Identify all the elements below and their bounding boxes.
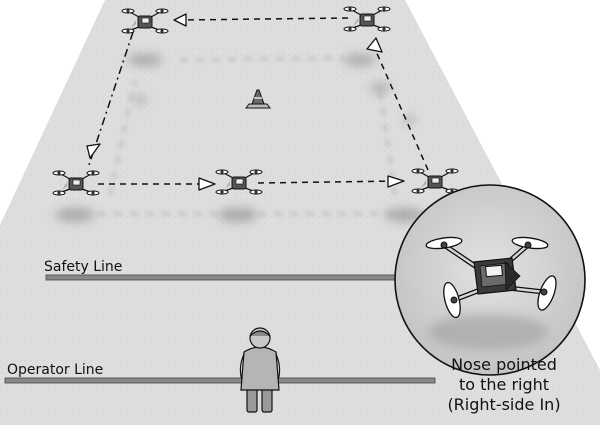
callout-caption-line1: Nose pointed [451, 355, 557, 374]
callout-caption-line2: to the right [459, 375, 549, 394]
direction-arrow-icon [86, 13, 405, 191]
operator-line-label: Operator Line [7, 362, 103, 378]
traffic-cone-icon [245, 89, 271, 109]
callout-caption-line3: (Right-side In) [447, 395, 560, 414]
callout-closeup [394, 184, 586, 376]
operator-figure-icon [239, 327, 281, 413]
ground-shadows [55, 54, 425, 222]
operator-line [4, 377, 436, 384]
flight-path [87, 17, 429, 185]
callout-caption: Nose pointed to the right (Right-side In… [447, 355, 560, 414]
safety-line [45, 274, 407, 281]
safety-line-label: Safety Line [44, 259, 122, 275]
